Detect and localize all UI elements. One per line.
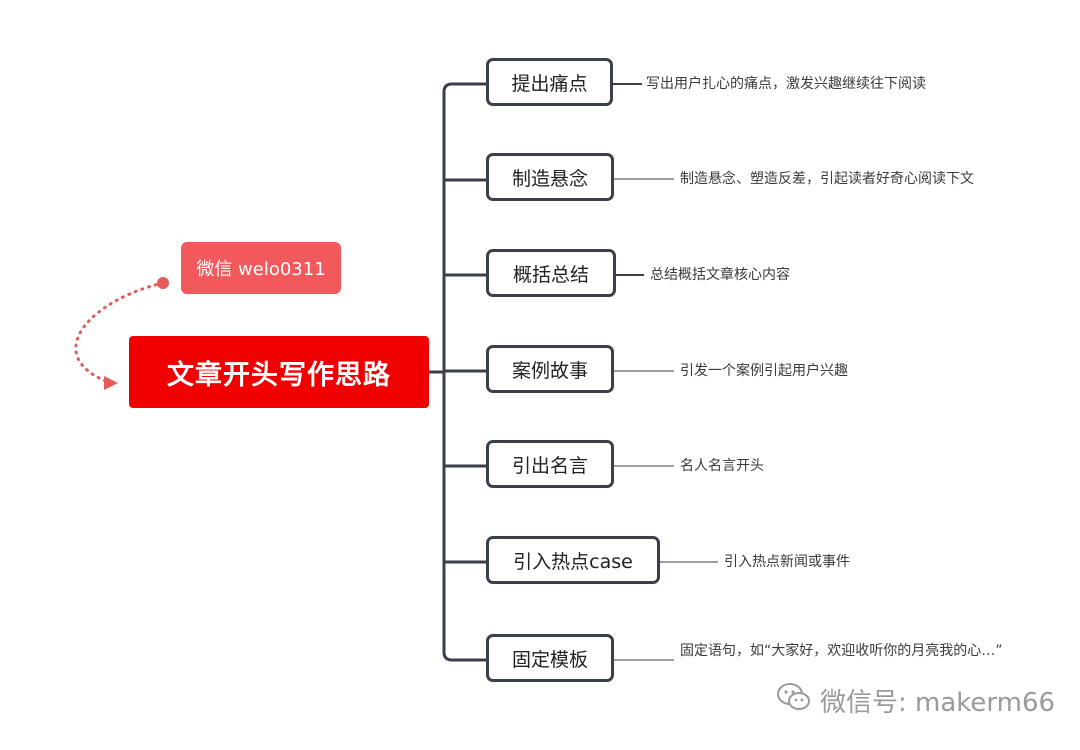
topic-label: 引出名言 bbox=[511, 454, 588, 477]
topic-label: 概括总结 bbox=[512, 263, 589, 286]
arrow-start-dot bbox=[157, 277, 169, 289]
arrow-head bbox=[104, 376, 118, 390]
topic-node-summary[interactable]: 概括总结 bbox=[486, 249, 616, 297]
watermark: 微信号: makerm66 bbox=[776, 682, 1055, 719]
floating-note[interactable]: 微信 welo0311 bbox=[181, 242, 341, 294]
topic-node-case-story[interactable]: 案例故事 bbox=[486, 345, 614, 393]
floating-note-label: 微信 welo0311 bbox=[196, 259, 326, 280]
topic-node-template[interactable]: 固定模板 bbox=[486, 634, 614, 682]
central-topic-label: 文章开头写作思路 bbox=[167, 359, 391, 391]
dotted-arrow bbox=[74, 281, 165, 384]
wechat-icon bbox=[776, 682, 812, 719]
topic-node-pain-point[interactable]: 提出痛点 bbox=[486, 58, 613, 106]
topic-description: 引发一个案例引起用户兴趣 bbox=[680, 363, 848, 379]
topic-description: 固定语句，如“大家好，欢迎收听你的月亮我的心…” bbox=[680, 643, 1003, 659]
topic-label: 案例故事 bbox=[511, 359, 588, 382]
topic-label: 固定模板 bbox=[511, 648, 588, 671]
central-topic[interactable]: 文章开头写作思路 bbox=[129, 336, 429, 408]
topic-node-hot-topic[interactable]: 引入热点case bbox=[486, 536, 660, 584]
topic-label: 提出痛点 bbox=[511, 72, 588, 95]
topic-label: 制造悬念 bbox=[511, 167, 588, 190]
topic-description: 名人名言开头 bbox=[680, 458, 764, 474]
watermark-label: 微信号: makerm66 bbox=[820, 688, 1056, 718]
topic-description: 写出用户扎心的痛点，激发兴趣继续往下阅读 bbox=[646, 76, 926, 92]
topic-node-suspense[interactable]: 制造悬念 bbox=[486, 153, 614, 201]
topic-node-quote[interactable]: 引出名言 bbox=[486, 440, 614, 488]
topic-description: 引入热点新闻或事件 bbox=[724, 554, 850, 570]
topic-label: 引入热点case bbox=[513, 550, 633, 573]
topic-description: 制造悬念、塑造反差，引起读者好奇心阅读下文 bbox=[680, 171, 974, 187]
topic-description: 总结概括文章核心内容 bbox=[650, 267, 790, 283]
